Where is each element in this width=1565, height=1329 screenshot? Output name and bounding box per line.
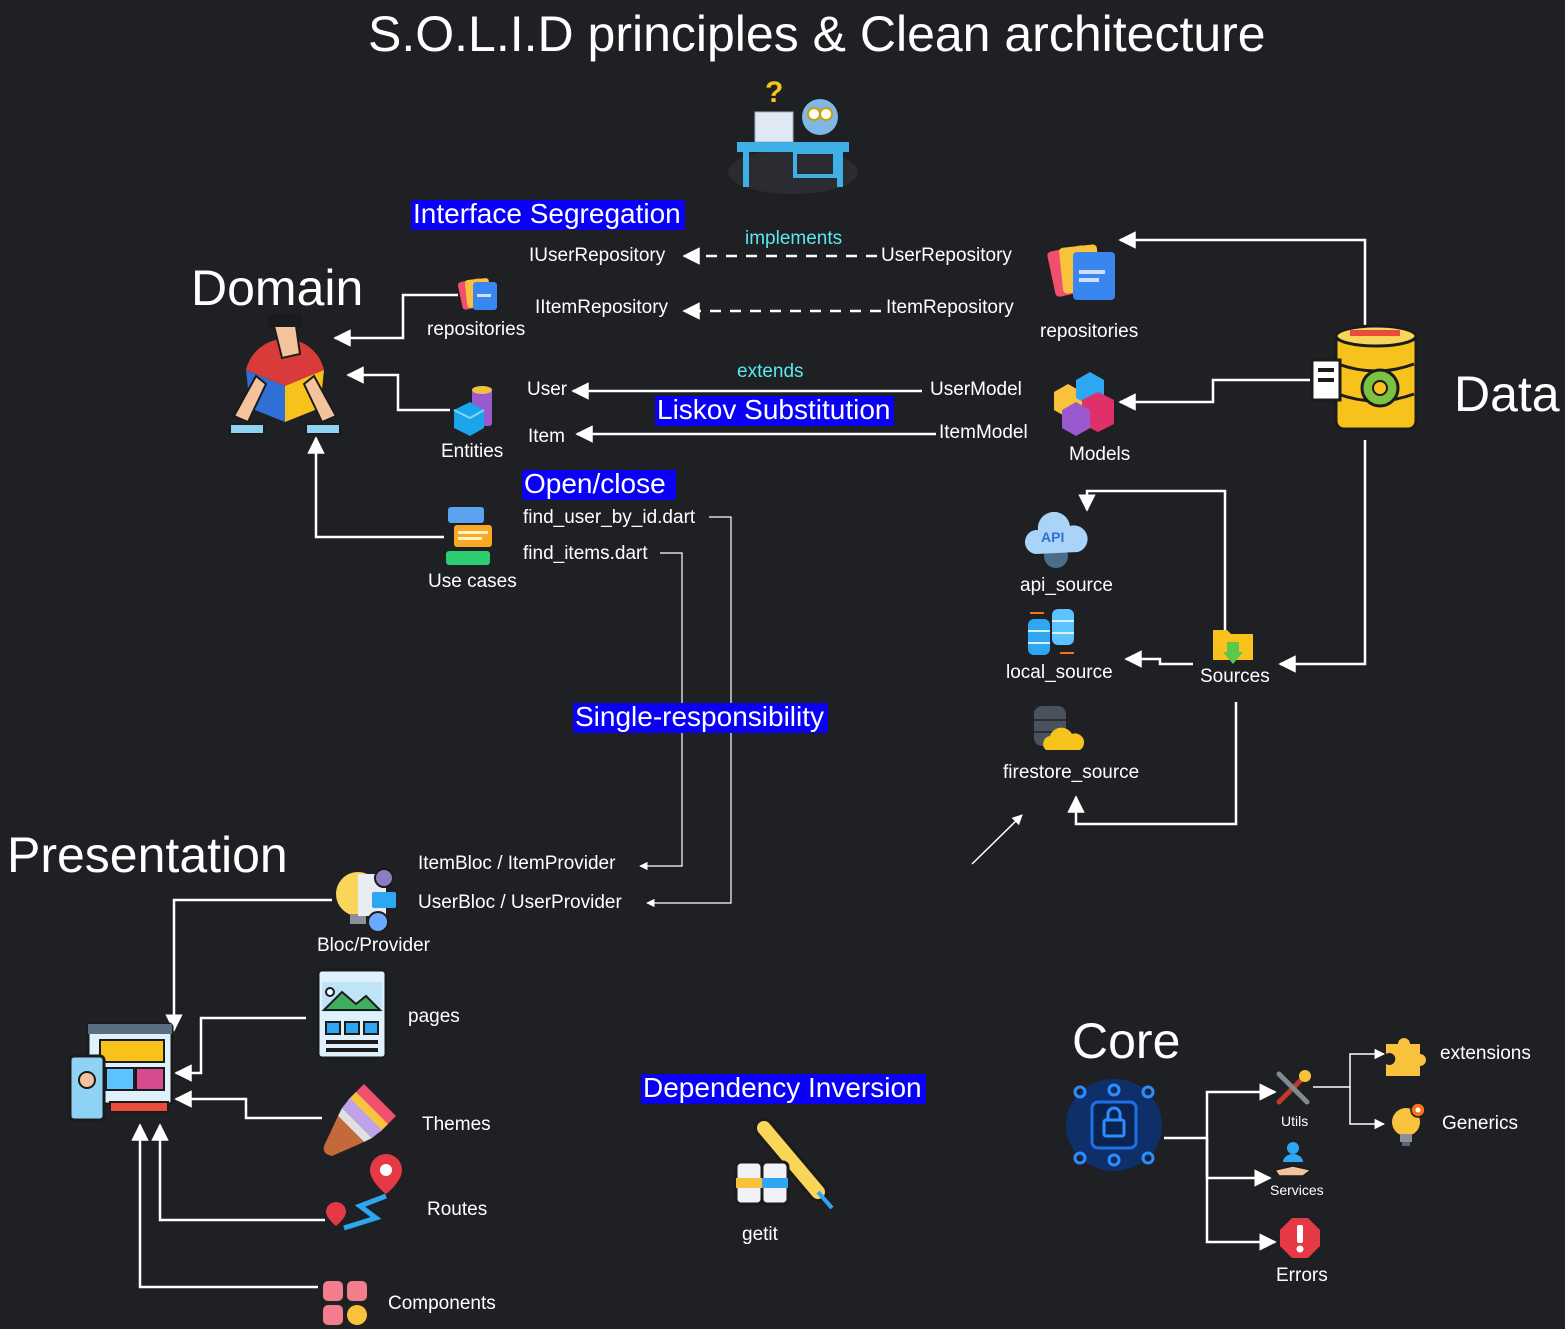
relation-implements: implements [745, 228, 843, 249]
arrow-repositories-to-domain [333, 293, 458, 347]
arrow-usecases-to-domain [307, 436, 444, 539]
gear-bulb-icon [1392, 1102, 1426, 1146]
svg-text:?: ? [765, 76, 783, 109]
bloc-provider-label: Bloc/Provider [317, 935, 430, 956]
error-icon [1280, 1218, 1320, 1258]
arrow-routes-to-screen [151, 1123, 325, 1222]
chip-lock-icon [1066, 1079, 1162, 1171]
section-data: Data [1454, 366, 1560, 422]
entities-cubes-icon [453, 386, 492, 436]
extensions-label: extensions [1440, 1043, 1531, 1064]
bloc-bulb-icon [336, 868, 396, 933]
puzzle-icon [1386, 1038, 1426, 1076]
principle-liskov-substitution: Liskov Substitution [655, 396, 895, 426]
i-item-repository-label: IItemRepository [535, 297, 669, 318]
arrow-core-to-errors [1205, 1138, 1277, 1251]
api-cloud-icon: API [1025, 512, 1088, 568]
firestore-icon [1034, 706, 1084, 750]
tools-icon [1276, 1070, 1311, 1105]
use-cases-icon [446, 507, 492, 565]
developer-desk-icon: ? [728, 76, 858, 194]
user-entity-label: User [527, 379, 568, 400]
models-label: Models [1069, 444, 1131, 465]
arrow-bloc-to-screen [165, 898, 332, 1032]
database-gear-icon [1310, 324, 1418, 431]
services-hand-icon [1273, 1142, 1313, 1177]
getit-label: getit [742, 1224, 778, 1245]
user-model-label: UserModel [930, 379, 1022, 400]
arrow-components-to-screen [131, 1123, 318, 1289]
find-items-label: find_items.dart [523, 543, 648, 564]
item-entity-label: Item [528, 426, 565, 447]
syringe-icon [734, 1118, 834, 1210]
section-presentation: Presentation [7, 827, 288, 883]
section-core: Core [1072, 1013, 1181, 1069]
item-bloc-label: ItemBloc / ItemProvider [418, 853, 616, 874]
repositories-folder-icon [457, 278, 497, 310]
generics-label: Generics [1442, 1113, 1519, 1134]
diagonal-arrow [971, 814, 1023, 865]
components-grid-icon [323, 1281, 367, 1325]
arrow-sources-to-api [1078, 489, 1227, 652]
section-domain: Domain [191, 260, 364, 316]
principle-interface-segregation: Interface Segregation [411, 200, 685, 230]
arrow-pages-to-screen [174, 1016, 306, 1082]
pages-label: pages [408, 1006, 460, 1027]
route-pin-icon [326, 1154, 402, 1231]
api-source-label: api_source [1020, 575, 1113, 596]
principle-single-responsibility: Single-responsibility [573, 703, 829, 733]
sources-folder-icon [1213, 630, 1253, 664]
arrow-core-to-utils [1205, 1083, 1277, 1138]
sources-label: Sources [1200, 666, 1270, 687]
pages-layout-icon [316, 968, 388, 1060]
arrow-data-to-models [1118, 378, 1310, 411]
domain-repositories-label: repositories [427, 319, 526, 340]
principle-dependency-inversion: Dependency Inversion [641, 1074, 926, 1104]
relation-extends: extends [737, 361, 804, 382]
page-title: S.O.L.I.D principles & Clean architectur… [368, 6, 1266, 62]
errors-label: Errors [1276, 1265, 1328, 1286]
svg-text:API: API [1041, 529, 1064, 545]
ui-screen-icon [68, 1022, 174, 1122]
routes-label: Routes [427, 1199, 488, 1220]
arrow-data-to-sources [1278, 440, 1367, 673]
arrow-entities-to-domain [346, 366, 450, 412]
local-db-icon [1028, 609, 1074, 655]
domain-entities-label: Entities [441, 441, 504, 462]
themes-label: Themes [422, 1114, 491, 1135]
components-label: Components [388, 1293, 496, 1314]
arrow-utils-to-extensions [1313, 1048, 1386, 1088]
user-repository-label: UserRepository [881, 245, 1012, 266]
user-bloc-label: UserBloc / UserProvider [418, 892, 622, 913]
data-repositories-label: repositories [1040, 321, 1139, 342]
arrow-core-to-services [1205, 1138, 1272, 1187]
item-repository-label: ItemRepository [886, 297, 1014, 318]
arrow-themes-to-screen [174, 1090, 322, 1120]
arrow-sources-to-firestore [1067, 702, 1238, 826]
domain-use-cases-label: Use cases [428, 571, 517, 592]
arrow-sources-to-local [1124, 650, 1193, 668]
arrow-data-to-repositories [1118, 231, 1367, 328]
models-cubes-icon [1054, 372, 1114, 436]
data-repositories-folder-icon [1047, 244, 1115, 300]
i-user-repository-label: IUserRepository [529, 245, 666, 266]
firestore-source-label: firestore_source [1003, 762, 1140, 783]
paint-brush-icon [323, 1084, 396, 1156]
arrow-utils-to-generics [1349, 1087, 1386, 1130]
principle-open-close: Open/close [522, 470, 676, 500]
local-source-label: local_source [1006, 662, 1113, 683]
utils-label: Utils [1281, 1113, 1309, 1129]
item-model-label: ItemModel [939, 422, 1028, 443]
services-label: Services [1270, 1182, 1324, 1198]
find-user-by-id-label: find_user_by_id.dart [523, 507, 696, 528]
domain-hands-icon [229, 314, 341, 435]
